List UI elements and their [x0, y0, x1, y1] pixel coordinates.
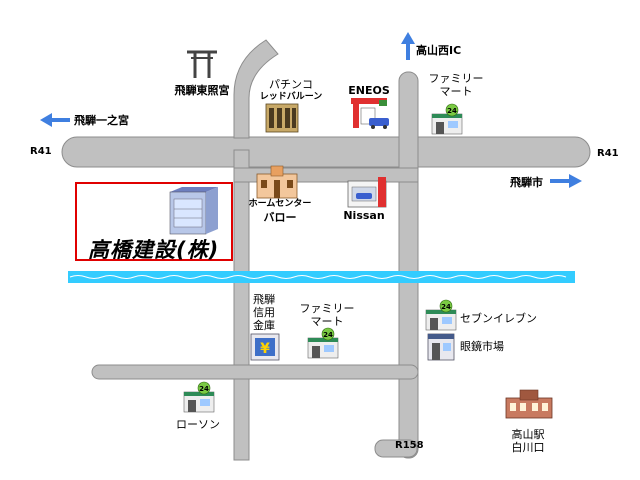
label-seven-eleven: セブンイレブン	[460, 312, 537, 325]
gas-station-icon	[351, 98, 389, 129]
arrow-west-icon	[40, 113, 70, 127]
label-homecenter-line1: ホームセンター	[248, 199, 312, 209]
direction-hida-city: 飛騨市	[510, 176, 543, 189]
road-lower	[91, 364, 419, 380]
label-familymart-top-line2: マート	[439, 85, 473, 98]
river	[68, 271, 575, 283]
label-megane-ichiba: 眼鏡市場	[460, 340, 504, 353]
pachinko-building-icon	[265, 103, 299, 133]
road-label-r41-east: R41	[597, 148, 619, 159]
label-familymart-top-line1: ファミリー	[428, 72, 484, 85]
road-south-east-stub	[374, 439, 418, 458]
car-dealer-icon	[347, 177, 387, 208]
road-r41	[61, 136, 591, 168]
direction-takayama-nishi-ic: 高山西IC	[416, 44, 462, 57]
convenience-store-top-icon	[431, 103, 463, 135]
label-takayama-station-line2: 白川口	[511, 441, 545, 454]
label-nissan: Nissan	[343, 209, 385, 222]
store-badge-seven-eleven: 24	[441, 303, 451, 311]
bank-yen-symbol: ¥	[260, 341, 270, 357]
convenience-store-mid-icon	[307, 327, 339, 359]
label-familymart-mid-line1: ファミリー	[299, 302, 355, 315]
home-center-building-icon	[256, 165, 298, 199]
store-badge-lawson: 24	[199, 385, 209, 393]
label-lawson: ローソン	[176, 418, 220, 431]
convenience-store-lawson-icon	[183, 381, 215, 413]
label-pachinko-line1: パチンコ	[269, 78, 313, 91]
label-hida-shinyo-line3: 金庫	[253, 319, 275, 332]
arrow-east-icon	[550, 174, 582, 188]
direction-hida-ichinomiya: 飛騨一之宮	[74, 114, 129, 127]
company-building-icon	[169, 187, 218, 235]
torii-icon	[187, 50, 217, 78]
road-east	[398, 71, 419, 459]
label-eneos: ENEOS	[348, 84, 390, 97]
label-familymart-mid-line2: マート	[310, 315, 344, 328]
road-west	[233, 39, 279, 139]
convenience-store-seven-icon	[425, 299, 457, 331]
road-west-lower	[233, 149, 250, 461]
train-station-icon	[505, 389, 553, 419]
bank-building-icon: ¥	[250, 333, 280, 361]
label-hida-shinyo-line2: 信用	[253, 306, 275, 319]
label-hida-shinyo-line1: 飛騨	[253, 293, 275, 306]
store-badge-familymart-mid: 24	[323, 331, 333, 339]
company-name: 高橋建設(株)	[88, 238, 220, 262]
arrow-north-icon	[401, 32, 415, 60]
label-takayama-station-line1: 高山駅	[511, 428, 545, 441]
road-label-r158: R158	[395, 440, 424, 451]
store-badge-familymart-top: 24	[447, 107, 457, 115]
company-highlight-box	[75, 182, 233, 261]
road-label-r41-west: R41	[30, 146, 52, 157]
label-homecenter-line2: バロー	[263, 211, 297, 224]
glasses-store-icon	[427, 333, 455, 361]
label-hida-toshogu: 飛騨東照宮	[174, 84, 230, 97]
label-pachinko-line2: レッドバルーン	[259, 92, 323, 102]
